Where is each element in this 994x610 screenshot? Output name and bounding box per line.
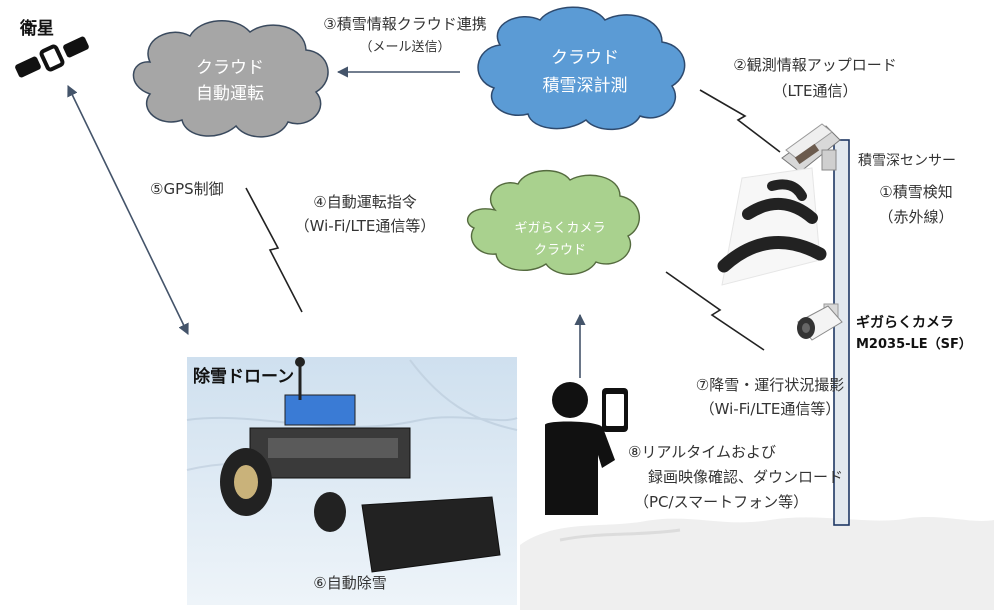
- snow-depth-sensor-device: [781, 123, 841, 173]
- wireless-links: [245, 89, 781, 351]
- step1-label: ①積雪検知 （赤外線）: [856, 180, 976, 230]
- satellite-label: 衛星: [20, 19, 54, 39]
- cloud-camera-text: ギガらくカメラ クラウド: [490, 218, 630, 262]
- smartphone-user-icon: [545, 382, 628, 515]
- cloud-auto-drive-line1: クラウド: [196, 58, 264, 78]
- step1-line2: （赤外線）: [878, 208, 954, 226]
- sensor-pole: [833, 139, 850, 526]
- cloud-snow-depth: [477, 6, 686, 131]
- step8-line2: 録画映像確認、ダウンロード: [648, 468, 844, 486]
- camera-label-line2: M2035-LE（SF）: [856, 337, 972, 352]
- step4-line1: ④自動運転指令: [313, 193, 417, 211]
- step5-label: ⑤GPS制御: [150, 180, 224, 198]
- lightning-camera: [665, 271, 765, 351]
- step3-line1: ③積雪情報クラウド連携: [323, 15, 487, 33]
- step2-label: ②観測情報アップロード （LTE通信）: [700, 52, 930, 104]
- step8-label: ⑧リアルタイムおよび 録画映像確認、ダウンロード （PC/スマートフォン等）: [628, 440, 888, 515]
- cloud-snow-depth-line1: クラウド: [551, 48, 619, 68]
- snow-ground: [520, 517, 994, 610]
- step7-line1: ⑦降雪・運行状況撮影: [695, 376, 845, 394]
- step7-line2: （Wi-Fi/LTE通信等）: [699, 400, 841, 418]
- step2-line1: ②観測情報アップロード: [733, 56, 897, 74]
- arrow-gps: [67, 84, 189, 336]
- cloud-auto-drive-text: クラウド 自動運転: [160, 55, 300, 107]
- camera-device: [797, 303, 843, 341]
- cloud-auto-drive-line2: 自動運転: [196, 84, 264, 104]
- step6-label: ⑥自動除雪: [313, 574, 387, 592]
- sensor-label: 積雪深センサー: [858, 153, 956, 169]
- lightning-drive-command: [245, 187, 303, 313]
- connectors: [67, 66, 586, 378]
- step8-line3: （PC/スマートフォン等）: [634, 493, 809, 511]
- cloud-camera-line2: クラウド: [533, 243, 586, 258]
- cloud-camera-line1: ギガらくカメラ: [514, 221, 606, 236]
- step1-line1: ①積雪検知: [879, 183, 953, 201]
- satellite-icon: [15, 36, 89, 78]
- lightning-lte-upload: [699, 89, 781, 153]
- cloud-camera: [467, 169, 641, 275]
- step4-line2: （Wi-Fi/LTE通信等）: [294, 217, 436, 235]
- snow-drone-photo: [186, 357, 518, 605]
- drone-label: 除雪ドローン: [193, 367, 295, 387]
- step3-line2: （メール送信）: [359, 40, 451, 55]
- cloud-snow-depth-text: クラウド 積雪深計測: [505, 44, 665, 100]
- step2-line2: （LTE通信）: [772, 82, 858, 100]
- infrared-waves: [717, 167, 827, 286]
- step7-label: ⑦降雪・運行状況撮影 （Wi-Fi/LTE通信等）: [660, 373, 880, 421]
- step4-label: ④自動運転指令 （Wi-Fi/LTE通信等）: [270, 190, 460, 238]
- camera-label-line1: ギガらくカメラ: [856, 315, 954, 331]
- step8-line1: ⑧リアルタイムおよび: [628, 443, 776, 461]
- camera-label: ギガらくカメラ M2035-LE（SF）: [856, 312, 972, 356]
- cloud-snow-depth-line2: 積雪深計測: [542, 76, 628, 96]
- step3-label: ③積雪情報クラウド連携 （メール送信）: [290, 12, 520, 60]
